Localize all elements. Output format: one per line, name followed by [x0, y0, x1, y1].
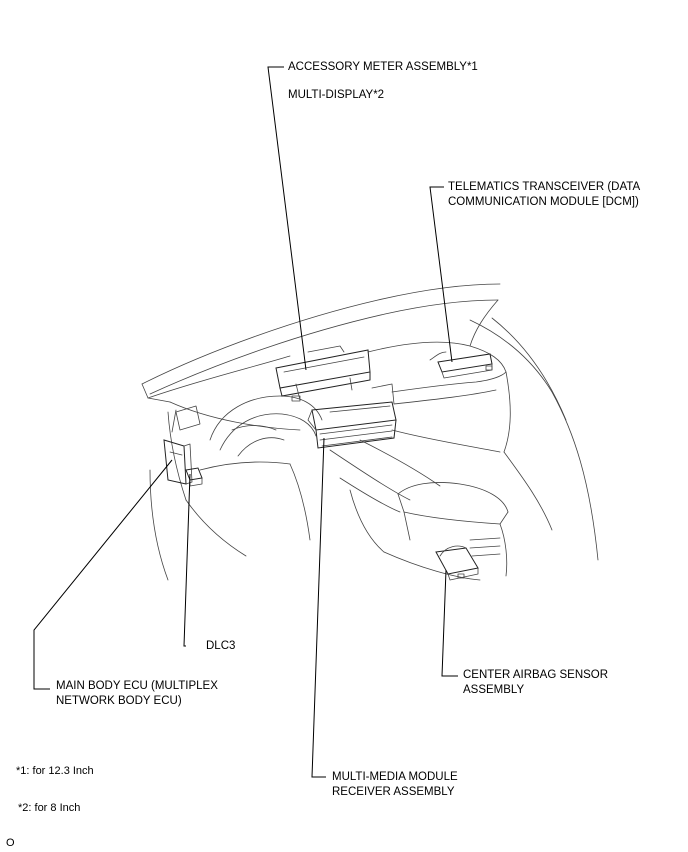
- main-body-ecu-unit: [163, 439, 193, 485]
- center-airbag-sensor-unit: [435, 545, 479, 581]
- label-accessory-meter-assembly: ACCESSORY METER ASSEMBLY*1: [288, 61, 478, 73]
- label-dlc3: DLC3: [206, 640, 236, 652]
- multi-display-unit: [275, 345, 371, 402]
- dashboard-outline: [141, 283, 599, 581]
- multi-media-receiver-unit: [307, 401, 397, 449]
- footnote-2: *2: for 8 Inch: [18, 802, 81, 814]
- label-telematics-transceiver: TELEMATICS TRANSCEIVER (DATA COMMUNICATI…: [448, 181, 641, 208]
- telematics-unit: [429, 351, 493, 379]
- footnote-1: *1: for 12.3 Inch: [16, 765, 94, 777]
- page-marker: O: [6, 837, 15, 849]
- label-main-body-ecu: MAIN BODY ECU (MULTIPLEX NETWORK BODY EC…: [56, 680, 218, 707]
- label-center-airbag-sensor: CENTER AIRBAG SENSOR ASSEMBLY: [463, 669, 609, 696]
- label-multi-media-module-receiver: MULTI-MEDIA MODULE RECEIVER ASSEMBLY: [332, 771, 458, 798]
- label-multi-display: MULTI-DISPLAY*2: [288, 89, 385, 101]
- leader-lines: [33, 66, 458, 778]
